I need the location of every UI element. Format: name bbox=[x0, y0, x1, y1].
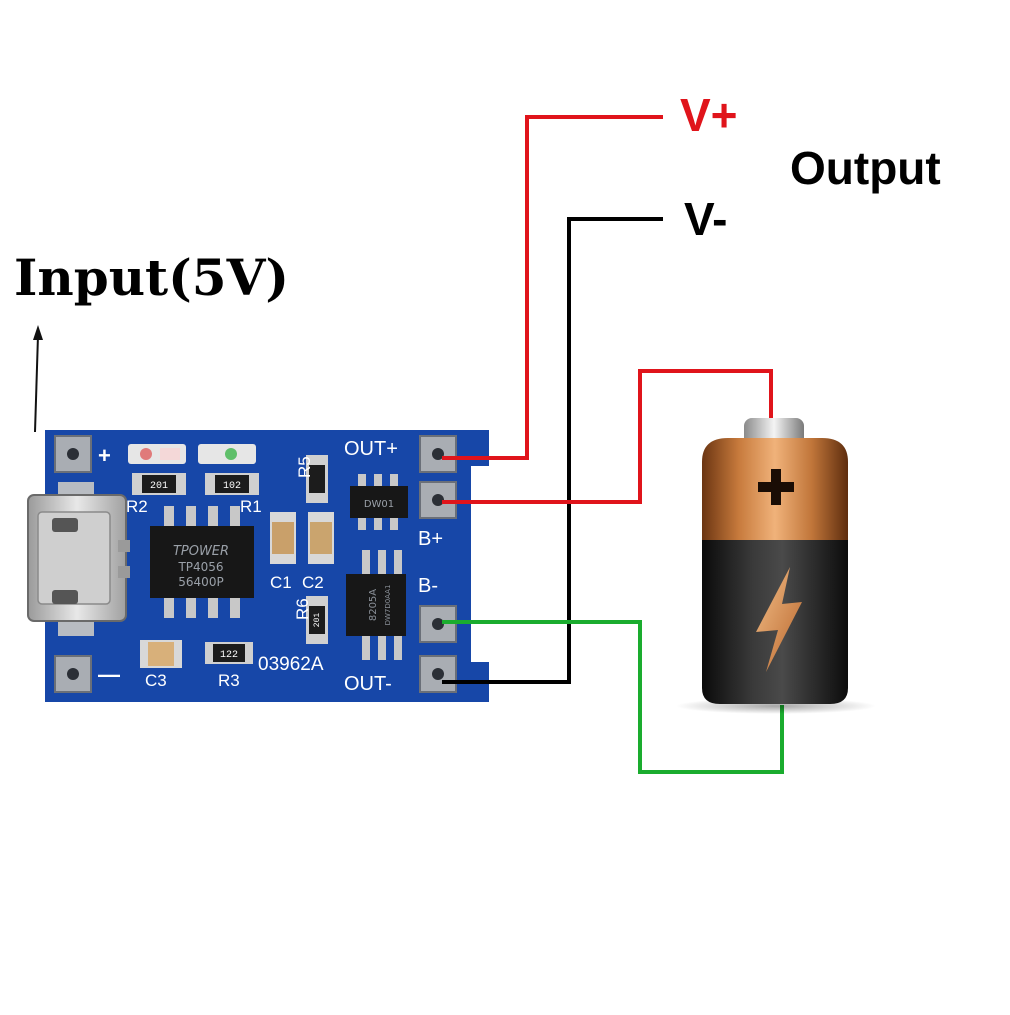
silk-r3: R3 bbox=[218, 671, 240, 690]
mosfet-code: DW7D0AA1 bbox=[384, 585, 392, 626]
charger-board: 201 102 122 201 bbox=[27, 430, 489, 702]
silk-r1: R1 bbox=[240, 497, 262, 516]
resistor-r1: 102 bbox=[205, 473, 259, 495]
wires bbox=[442, 115, 784, 774]
pad-in-plus bbox=[54, 435, 92, 473]
silk-minus: — bbox=[98, 662, 120, 687]
silk-board-id: 03962A bbox=[258, 654, 324, 675]
pad-out-minus bbox=[419, 655, 457, 693]
silk-b-minus: B- bbox=[418, 575, 438, 597]
silk-out-minus: OUT- bbox=[344, 673, 392, 695]
silk-plus: + bbox=[98, 443, 111, 468]
lightning-bolt-icon bbox=[756, 567, 802, 672]
resistor-r1-code: 102 bbox=[223, 481, 241, 492]
output-label: Output bbox=[790, 142, 941, 194]
tp4056-chip: TPOWER TP4056 56400P bbox=[150, 506, 254, 618]
wire-out-plus bbox=[442, 115, 663, 460]
capacitor-c3 bbox=[140, 640, 182, 668]
capacitor-c1 bbox=[270, 512, 296, 564]
wire-battery-minus bbox=[442, 620, 784, 774]
v-minus-label: V- bbox=[684, 193, 728, 245]
resistor-r2-code: 201 bbox=[150, 481, 168, 492]
silkscreen: + — R2 R1 C3 R3 03962A C1 C2 R5 R6 OUT+ … bbox=[98, 438, 443, 695]
silk-b-plus: B+ bbox=[418, 528, 443, 550]
battery bbox=[676, 418, 876, 714]
plus-icon bbox=[758, 469, 794, 505]
input-label: Input(5V) bbox=[14, 248, 290, 307]
v-plus-label: V+ bbox=[680, 89, 738, 141]
silk-r5: R5 bbox=[295, 456, 314, 478]
micro-usb-connector bbox=[27, 482, 130, 636]
silk-c2: C2 bbox=[302, 573, 324, 592]
led-green bbox=[198, 444, 256, 464]
chip-code: 56400P bbox=[178, 575, 223, 589]
silk-r2: R2 bbox=[126, 497, 148, 516]
resistor-r5 bbox=[306, 455, 328, 503]
resistor-r3-code: 122 bbox=[220, 650, 238, 661]
resistor-r6: 201 bbox=[306, 596, 328, 644]
silk-c1: C1 bbox=[270, 573, 292, 592]
resistor-r2: 201 bbox=[132, 473, 186, 495]
pad-in-minus bbox=[54, 655, 92, 693]
silk-r6: R6 bbox=[293, 598, 312, 620]
wire-out-minus bbox=[442, 217, 663, 684]
dw01-chip: DW01 bbox=[350, 474, 408, 530]
resistor-r6-code: 201 bbox=[313, 613, 322, 628]
chip-brand: TPOWER bbox=[173, 544, 229, 559]
wire-battery-plus bbox=[442, 369, 773, 504]
pad-out-plus bbox=[419, 435, 457, 473]
arrow-up-icon bbox=[33, 325, 43, 433]
resistor-r3: 122 bbox=[205, 642, 253, 664]
capacitor-c2 bbox=[308, 512, 334, 564]
silk-c3: C3 bbox=[145, 671, 167, 690]
dw01-code: DW01 bbox=[364, 499, 394, 510]
silk-out-plus: OUT+ bbox=[344, 438, 398, 460]
mosfet-8205a: 8205A DW7D0AA1 bbox=[346, 550, 406, 660]
mosfet-model: 8205A bbox=[368, 589, 379, 621]
chip-model: TP4056 bbox=[177, 560, 223, 574]
led-red bbox=[128, 444, 186, 464]
